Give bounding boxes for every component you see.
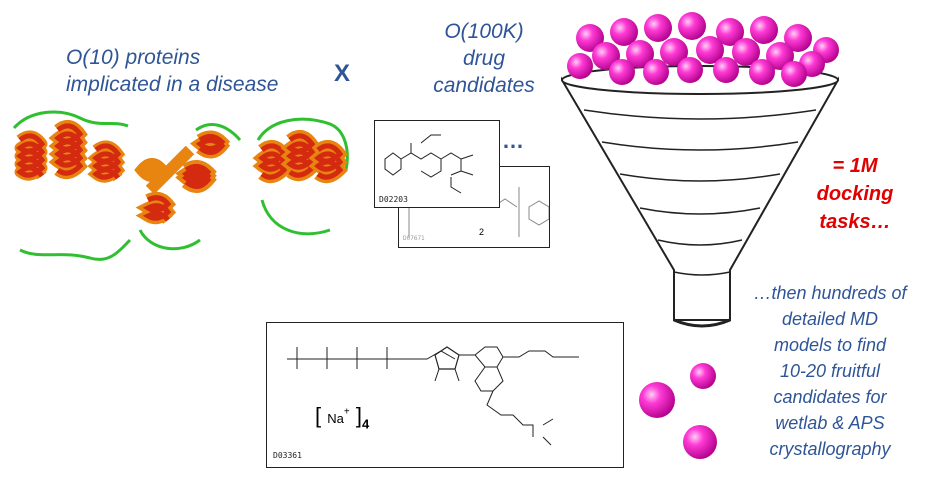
- md-label-line-7: crystallography: [769, 439, 891, 459]
- sphere-pile-icon: [567, 12, 839, 87]
- docking-label-line-3: tasks…: [819, 211, 891, 233]
- more-drugs-ellipsis: …: [502, 128, 524, 153]
- salt-count: 4: [361, 416, 370, 432]
- drugs-label-line-2: drug: [462, 47, 506, 70]
- funnel-diagram: [561, 12, 839, 459]
- md-label-line-6: wetlab & APS: [775, 413, 885, 433]
- salt-label: Na: [327, 411, 344, 426]
- funnel-icon: [561, 65, 839, 328]
- proteins-label-line-2: implicated in a disease: [66, 73, 279, 96]
- drug-card-back-subscript: 2: [479, 227, 485, 237]
- md-label: …then hundreds of detailed MD models to …: [742, 280, 918, 462]
- molecule-diagram-front: [384, 134, 474, 194]
- falling-sphere-icon: [683, 425, 717, 459]
- md-label-line-5: candidates for: [773, 387, 887, 407]
- proteins-label: O(10) proteins implicated in a disease: [66, 44, 278, 98]
- md-label-line-2: detailed MD: [781, 309, 879, 329]
- drug-card-back-code: D07671: [403, 235, 425, 242]
- drug-card-large-code: D03361: [273, 451, 302, 460]
- falling-sphere-icon: [639, 382, 675, 418]
- md-label-line-4: 10-20 fruitful: [779, 361, 881, 381]
- times-symbol: X: [334, 60, 351, 87]
- md-label-line-1: …then hundreds of: [753, 283, 907, 303]
- docking-label-line-1: = 1M: [832, 155, 878, 177]
- protein-1-icon: [12, 110, 132, 261]
- drugs-label-line-3: candidates: [433, 74, 535, 97]
- salt-bracket: [ Na+ ]4: [315, 403, 370, 432]
- falling-sphere-icon: [690, 363, 716, 389]
- md-label-line-3: models to find: [773, 335, 887, 355]
- protein-2-icon: [134, 123, 242, 251]
- protein-ribbons: [12, 110, 349, 261]
- drug-card-front-code: D02203: [379, 195, 408, 204]
- docking-label: = 1M docking tasks…: [800, 152, 910, 236]
- proteins-label-line-1: O(10) proteins: [66, 46, 201, 69]
- docking-label-line-2: docking: [816, 183, 894, 205]
- drugs-label-line-1: O(100K): [444, 20, 524, 43]
- drug-card-large: [ Na+ ]4 D03361: [266, 322, 624, 468]
- protein-3-icon: [252, 117, 349, 236]
- drugs-label: O(100K) drug candidates: [426, 18, 542, 99]
- drug-card-front: D02203: [374, 120, 500, 208]
- molecule-diagram-large: [287, 346, 579, 446]
